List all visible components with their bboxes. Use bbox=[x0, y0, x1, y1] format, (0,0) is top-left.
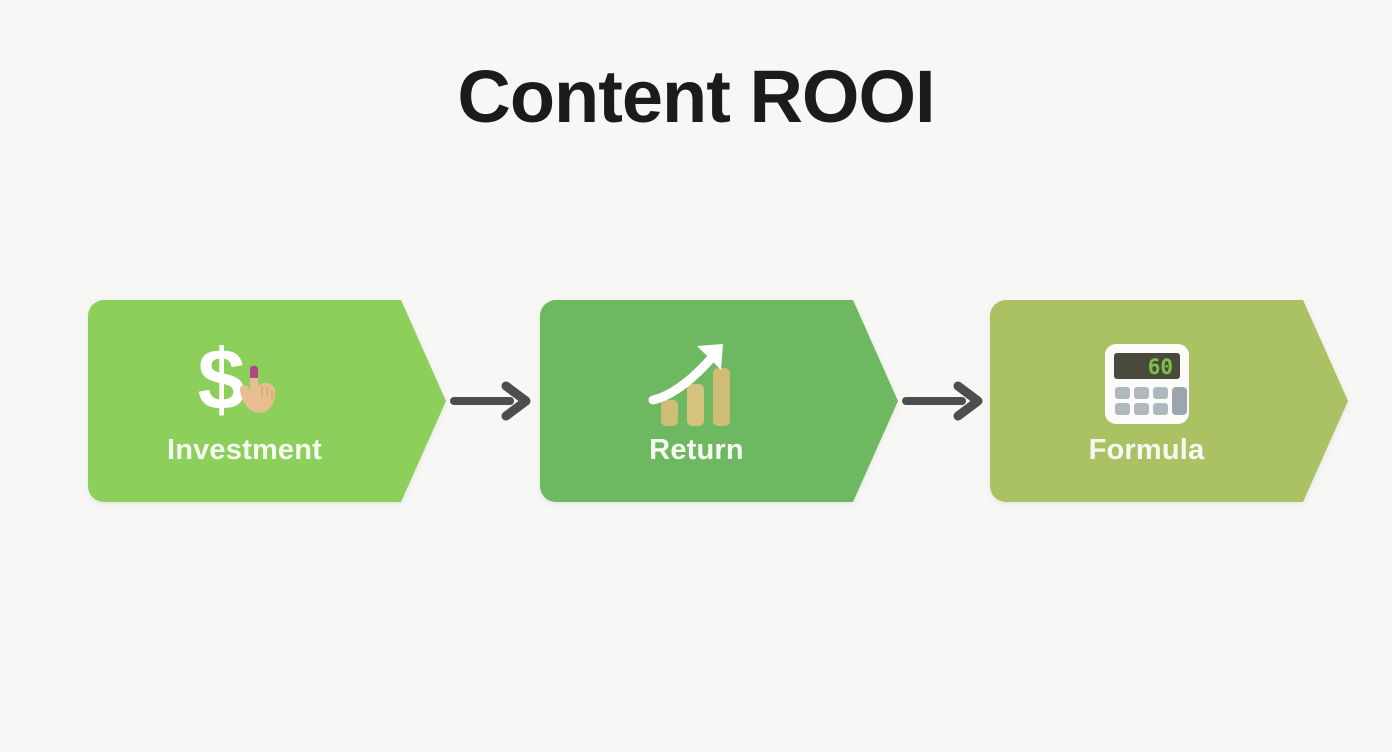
page-title: Content ROOI bbox=[457, 55, 935, 138]
stage-label-formula: Formula bbox=[1088, 433, 1205, 466]
stage-label-investment: Investment bbox=[166, 433, 323, 466]
pointing-hand-icon bbox=[239, 365, 275, 413]
calculator-display-value: 60 bbox=[1147, 355, 1172, 379]
stage-content-investment: $ Investment bbox=[88, 300, 401, 502]
process-flow: $ Investment bbox=[88, 300, 1348, 502]
stage-content-return: Return bbox=[540, 300, 853, 502]
arrow-return-to-formula bbox=[902, 381, 983, 421]
calculator-glyph: 60 bbox=[1104, 343, 1189, 424]
dollar-sign-glyph: $ bbox=[197, 331, 246, 428]
flow-stage-formula[interactable]: 60 Formula bbox=[990, 300, 1348, 502]
chart-increasing-icon bbox=[638, 338, 756, 430]
flow-stage-investment[interactable]: $ Investment bbox=[88, 300, 446, 502]
flow-stage-return[interactable]: Return bbox=[540, 300, 898, 502]
calculator-icon: 60 bbox=[1088, 338, 1206, 430]
chart-increasing-glyph bbox=[648, 343, 730, 426]
stage-content-formula: 60 Formula bbox=[990, 300, 1303, 502]
dollar-sign-hand-icon: $ bbox=[186, 334, 304, 430]
stage-label-return: Return bbox=[649, 433, 744, 466]
arrow-investment-to-return bbox=[450, 381, 531, 421]
